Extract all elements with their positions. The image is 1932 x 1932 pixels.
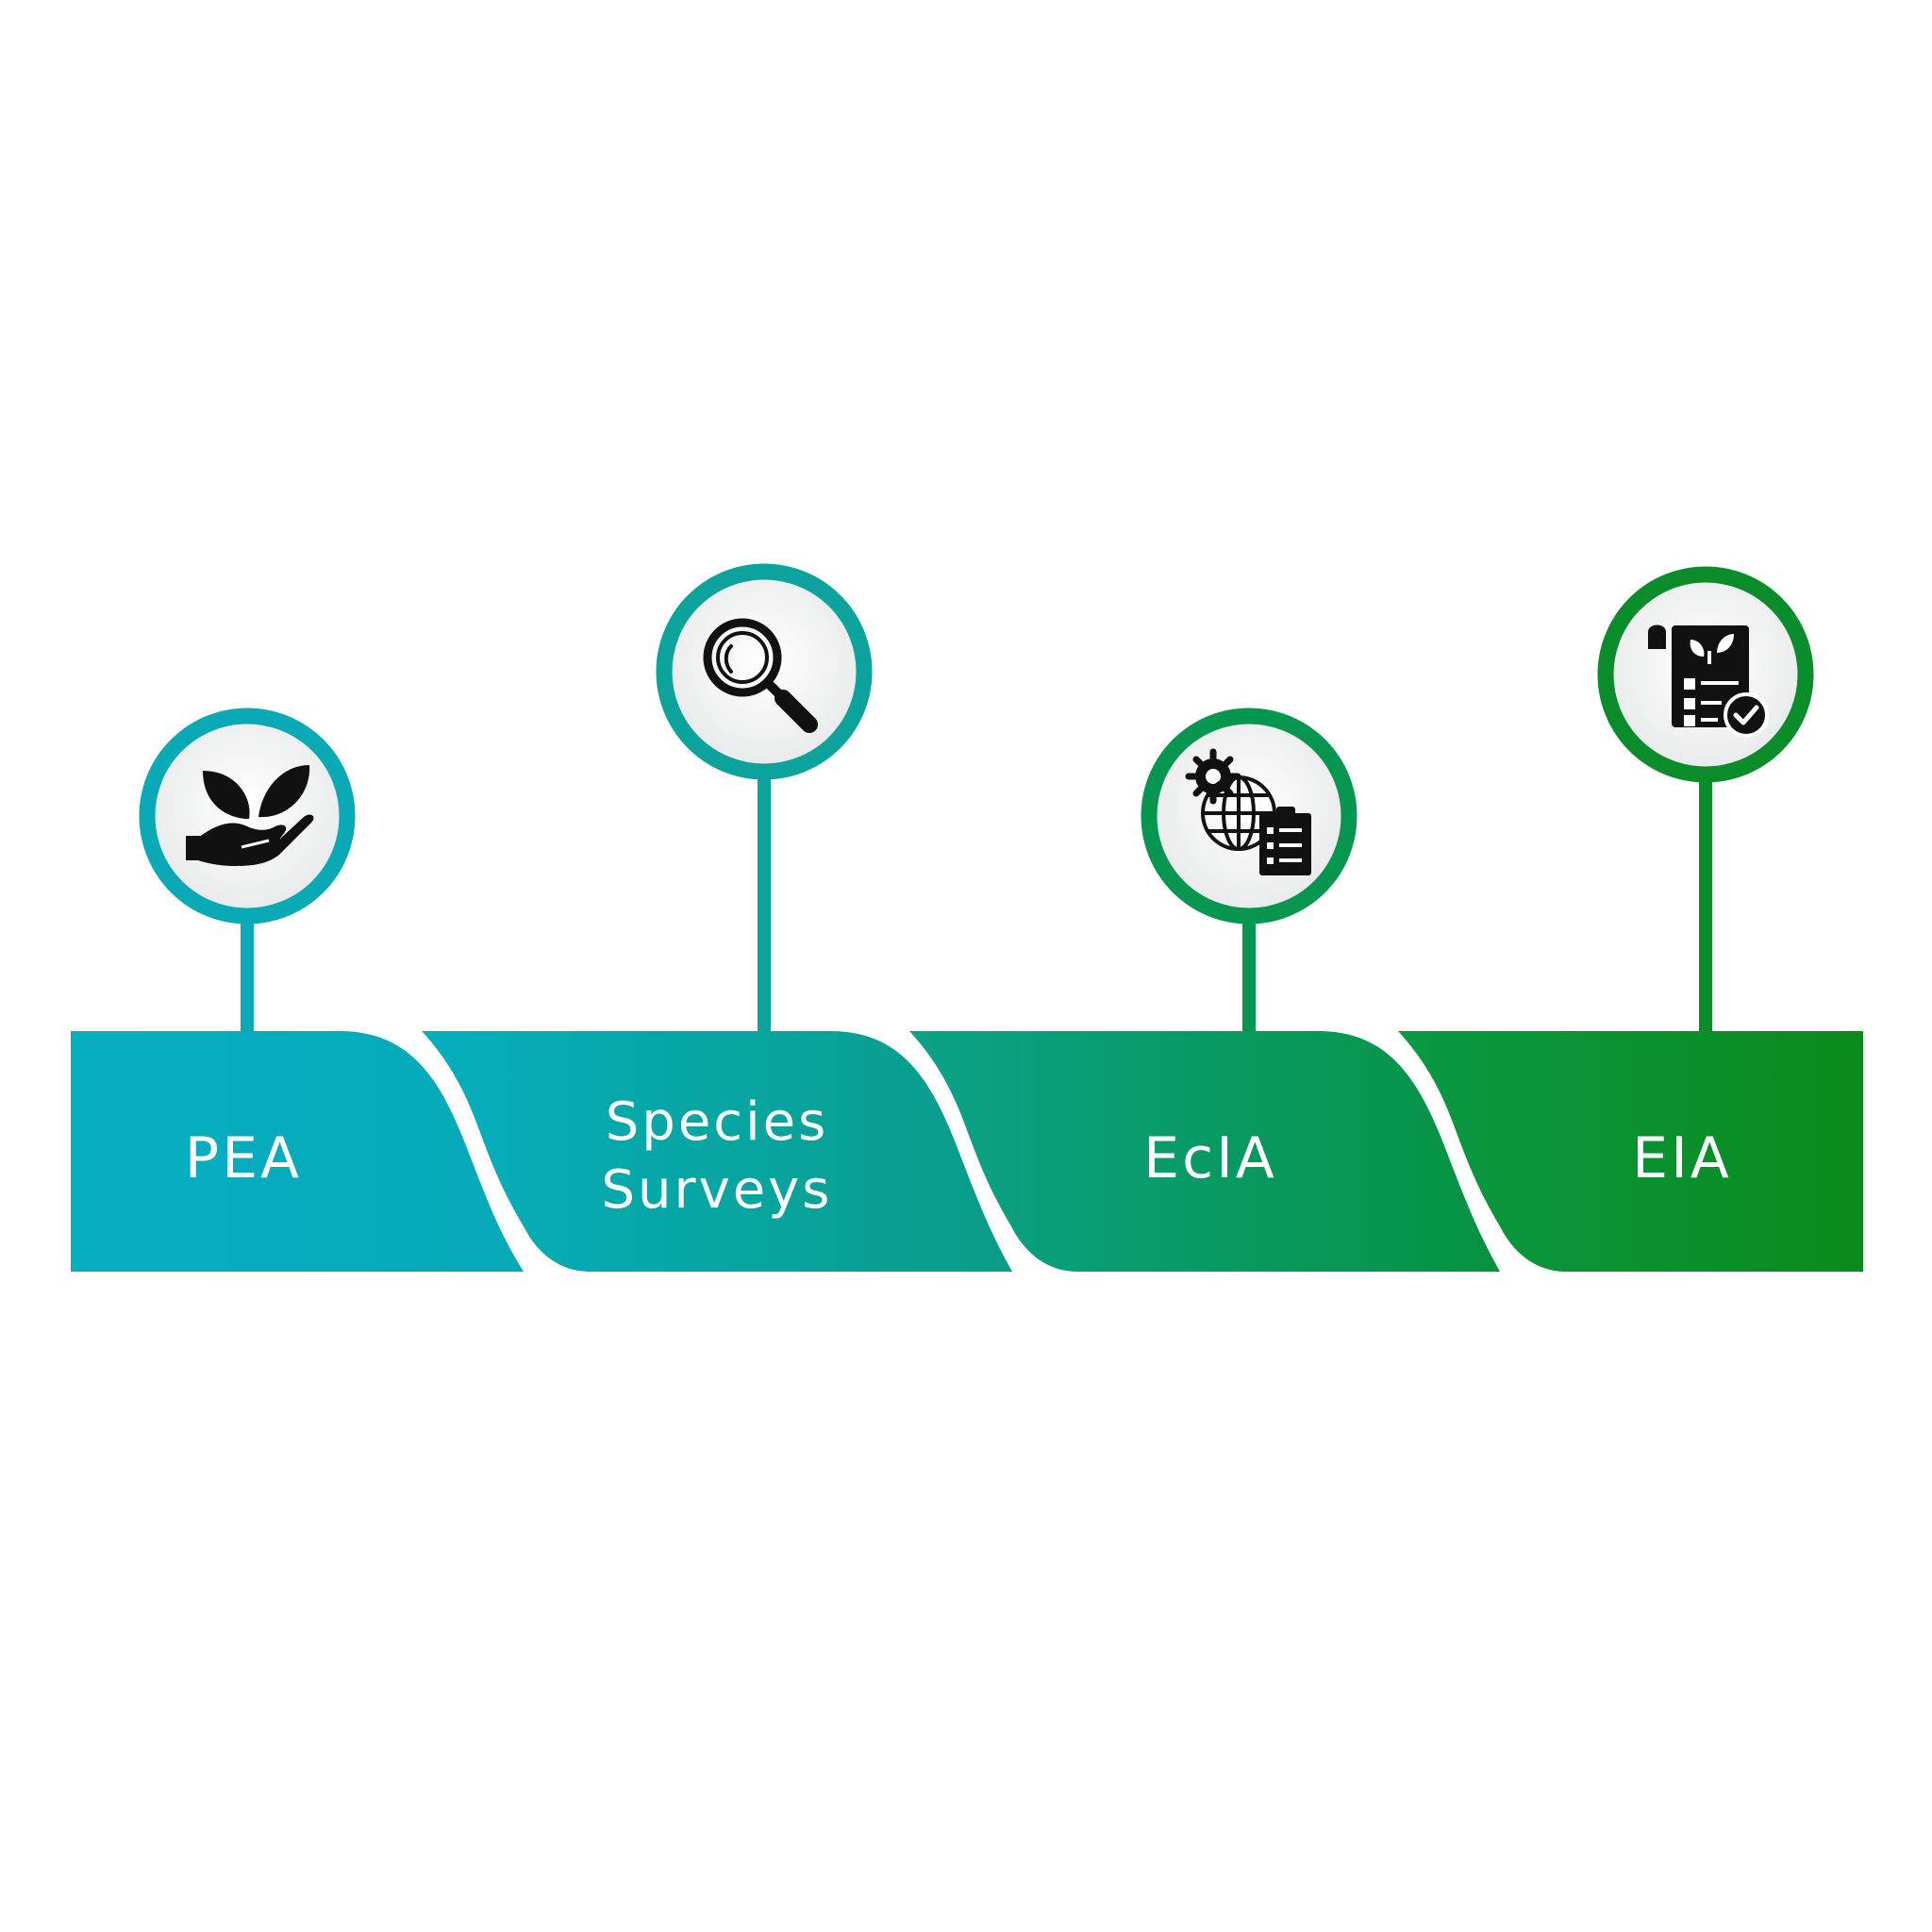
step-pea-band	[71, 1031, 524, 1272]
magnifying-glass-icon	[703, 618, 818, 733]
step-eia-band	[1398, 1031, 1863, 1272]
step-pea-label: PEA	[185, 1125, 302, 1191]
plant-checklist-icon	[1648, 625, 1769, 738]
step-ecia: EcIA	[909, 708, 1500, 1272]
step-pea: PEA	[71, 708, 524, 1272]
step-species-surveys-band	[422, 1031, 1012, 1272]
hand-sprout-icon	[186, 765, 314, 866]
step-ecia-ring	[1141, 708, 1357, 924]
step-ecia-label: EcIA	[1143, 1125, 1277, 1191]
step-eia-label: EIA	[1632, 1125, 1732, 1191]
step-eia: EIA	[1398, 566, 1863, 1272]
step-ecia-band	[909, 1031, 1500, 1272]
step-species-surveys-label: Species	[606, 1091, 829, 1153]
gear-globe-clipboard-icon	[1185, 748, 1311, 875]
step-species-surveys-label-line2: Surveys	[602, 1159, 833, 1221]
step-species-surveys: Species Surveys	[422, 563, 1012, 1272]
